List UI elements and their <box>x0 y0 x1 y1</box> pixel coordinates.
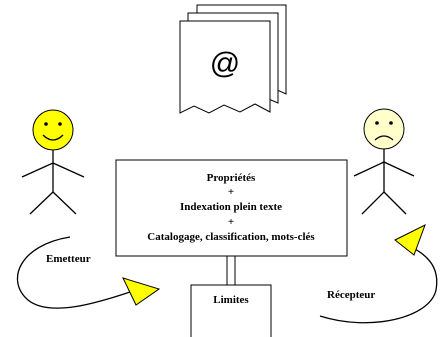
central-box: Propriétés + Indexation plein texte + Ca… <box>115 159 348 257</box>
frowning-face-icon <box>363 108 405 150</box>
central-box-frame <box>115 159 348 257</box>
sender-smile <box>42 134 64 141</box>
sender-leg-right <box>52 191 77 215</box>
sender-leg-left <box>29 191 54 215</box>
receiver-curve-line <box>319 245 438 324</box>
receiver-frown <box>374 135 394 141</box>
receiver-figure <box>353 108 415 215</box>
cataloguing-label: Catalogage, classification, mots-clés <box>147 231 315 243</box>
plus-sign-1: + <box>228 186 234 198</box>
properties-label: Propriétés <box>207 172 256 184</box>
receiver-arrowhead-icon <box>394 223 426 256</box>
sender-figure <box>21 109 85 215</box>
fulltext-indexing-label: Indexation plein texte <box>180 201 282 213</box>
limits-box-frame <box>190 284 272 337</box>
sender-curve-line <box>16 236 131 309</box>
sender-arrowhead-icon <box>122 277 161 306</box>
document-page-front <box>179 20 271 114</box>
receiver-left-eye <box>375 121 379 125</box>
sender-right-eye <box>58 122 62 126</box>
at-symbol: @ <box>210 47 240 80</box>
receiver-right-eye <box>389 121 393 125</box>
receiver-label: Récepteur <box>327 289 375 301</box>
sender-left-eye <box>44 122 48 126</box>
receiver-leg-left <box>361 191 385 215</box>
receiver-arm-left <box>353 161 385 177</box>
sender-label: Emetteur <box>46 253 91 265</box>
document-stack: @ <box>179 4 287 114</box>
receiver-curved-arrow: Récepteur <box>319 223 438 324</box>
limits-box: Limites <box>190 284 272 337</box>
plus-sign-2: + <box>228 216 234 228</box>
sender-arm-left <box>21 162 54 178</box>
receiver-leg-right <box>383 191 407 215</box>
smiling-face-icon <box>32 109 74 151</box>
sender-curved-arrow: Emetteur <box>16 236 161 309</box>
limits-label: Limites <box>213 294 249 306</box>
receiver-arm-right <box>383 161 415 177</box>
sender-arm-right <box>52 162 85 178</box>
